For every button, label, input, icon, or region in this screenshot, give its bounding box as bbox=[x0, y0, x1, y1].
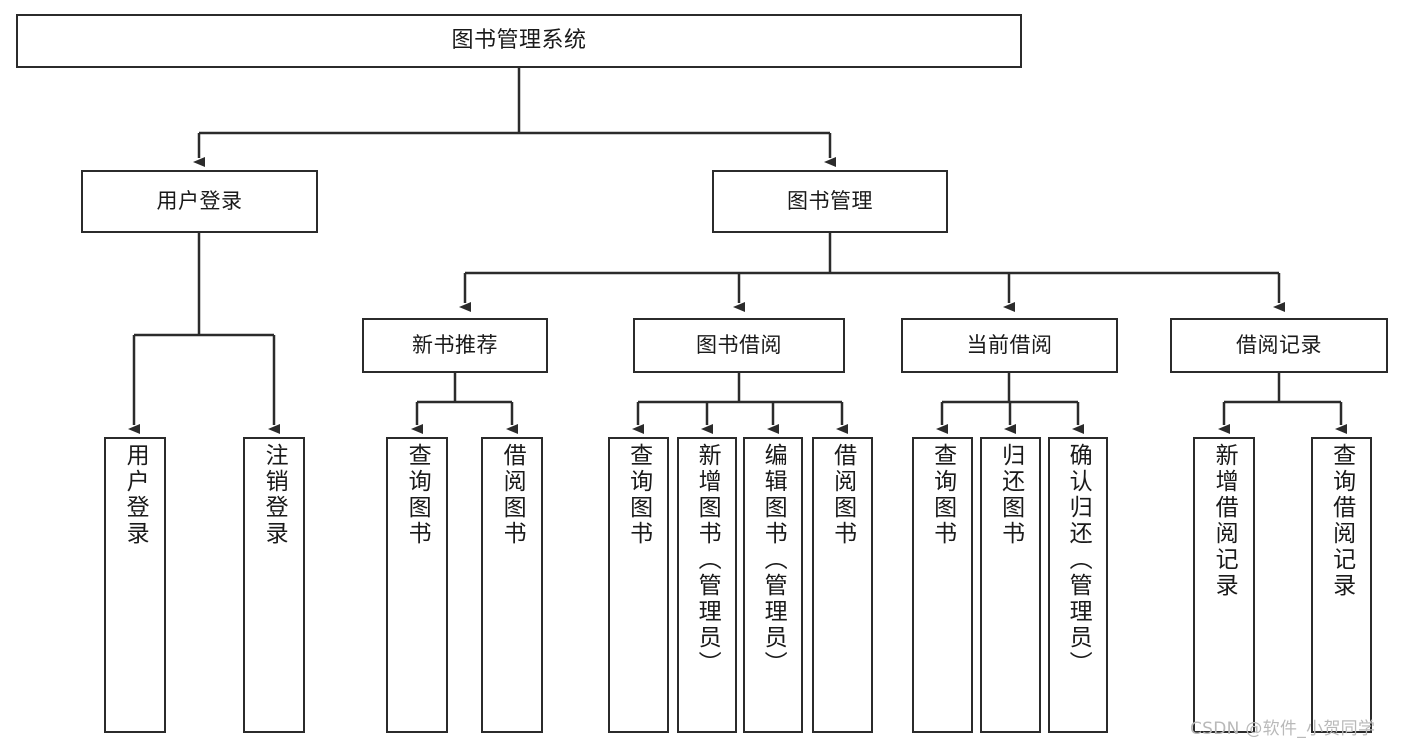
leaf-current-query-book[interactable]: 查询图书 bbox=[912, 437, 973, 733]
node-current-borrow[interactable]: 当前借阅 bbox=[901, 318, 1118, 373]
leaf-borrow-edit-book-admin[interactable]: 编辑图书（管理员） bbox=[743, 437, 803, 733]
node-label: 借阅图书 bbox=[829, 443, 856, 547]
node-label: 用户登录 bbox=[122, 443, 149, 547]
node-label: 借阅记录 bbox=[1236, 333, 1322, 358]
node-label: 图书管理系统 bbox=[451, 28, 587, 54]
leaf-user-login[interactable]: 用户登录 bbox=[104, 437, 166, 733]
leaf-record-add-record[interactable]: 新增借阅记录 bbox=[1193, 437, 1255, 733]
node-root-system[interactable]: 图书管理系统 bbox=[16, 14, 1022, 68]
node-label: 新增图书（管理员） bbox=[694, 443, 721, 677]
node-label: 归还图书 bbox=[997, 443, 1024, 547]
node-label: 确认归还（管理员） bbox=[1065, 443, 1092, 677]
leaf-record-query-record[interactable]: 查询借阅记录 bbox=[1311, 437, 1372, 733]
node-label: 图书借阅 bbox=[696, 333, 782, 358]
node-label: 新书推荐 bbox=[412, 333, 498, 358]
leaf-borrow-add-book-admin[interactable]: 新增图书（管理员） bbox=[677, 437, 737, 733]
node-book-borrow[interactable]: 图书借阅 bbox=[633, 318, 845, 373]
leaf-current-confirm-return-admin[interactable]: 确认归还（管理员） bbox=[1048, 437, 1108, 733]
node-label: 图书管理 bbox=[787, 189, 873, 214]
csdn-watermark: CSDN @软件_小贺同学 bbox=[1190, 719, 1376, 739]
leaf-recommend-query-book[interactable]: 查询图书 bbox=[386, 437, 448, 733]
leaf-user-logout[interactable]: 注销登录 bbox=[243, 437, 305, 733]
node-label: 查询图书 bbox=[929, 443, 956, 547]
node-label: 借阅图书 bbox=[499, 443, 526, 547]
node-label: 查询图书 bbox=[404, 443, 431, 547]
node-label: 查询图书 bbox=[625, 443, 652, 547]
leaf-recommend-borrow-book[interactable]: 借阅图书 bbox=[481, 437, 543, 733]
leaf-borrow-query-book[interactable]: 查询图书 bbox=[608, 437, 669, 733]
node-borrow-record[interactable]: 借阅记录 bbox=[1170, 318, 1388, 373]
node-label: 查询借阅记录 bbox=[1328, 443, 1355, 599]
node-new-book-recommend[interactable]: 新书推荐 bbox=[362, 318, 548, 373]
node-label: 注销登录 bbox=[261, 443, 288, 547]
node-label: 当前借阅 bbox=[966, 333, 1053, 358]
node-user-login[interactable]: 用户登录 bbox=[81, 170, 318, 233]
node-label: 编辑图书（管理员） bbox=[760, 443, 787, 677]
leaf-borrow-borrow-book[interactable]: 借阅图书 bbox=[812, 437, 873, 733]
node-label: 用户登录 bbox=[156, 189, 243, 214]
node-label: 新增借阅记录 bbox=[1211, 443, 1238, 599]
leaf-current-return-book[interactable]: 归还图书 bbox=[980, 437, 1041, 733]
node-book-management[interactable]: 图书管理 bbox=[712, 170, 948, 233]
